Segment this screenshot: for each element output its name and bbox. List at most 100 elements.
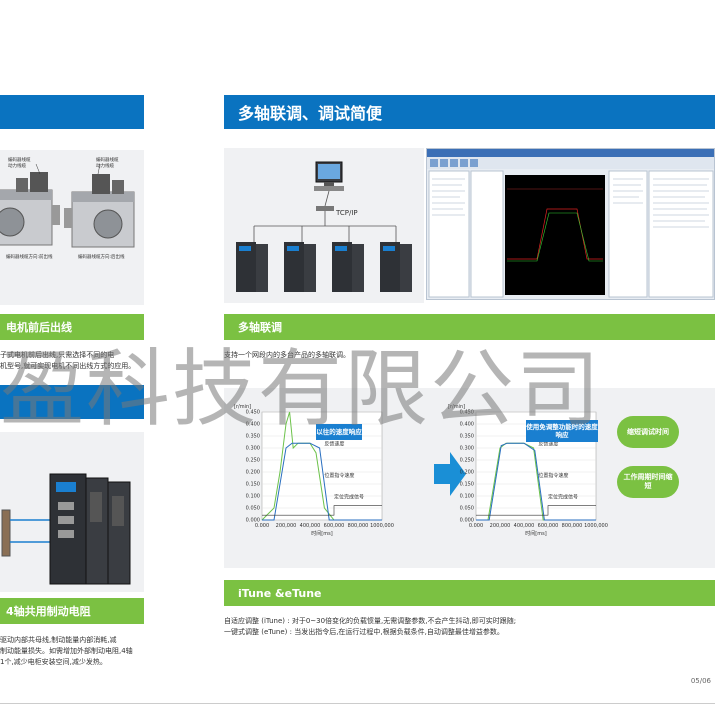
x-tick-label: 200,000 — [276, 523, 297, 529]
motor-b-label-power: 动力线缆 — [96, 164, 114, 169]
y-tick-label: 0.000 — [460, 518, 474, 524]
arrow-right-icon — [434, 452, 466, 496]
y-tick-label: 0.200 — [460, 470, 474, 476]
drive-image-panel — [0, 432, 144, 592]
motor-outlet-title: 电机前后出线 — [6, 321, 72, 334]
y-tick-label: 0.250 — [246, 458, 260, 464]
x-tick-label: 600,000 — [324, 523, 345, 529]
itune-text-line-2: 一键式调整 (eTune) : 当发出指令后,在运行过程中,根据负载条件,自动调… — [224, 628, 504, 636]
motor-image-panel: 编码器线缆 动力线缆 编码器线缆 动力线缆 编码器线缆方向:前出线 编码器线缆方… — [0, 150, 144, 305]
brake-text-line-2: 制动能量损失。如需增加外部制动电阻,4轴 — [0, 647, 133, 655]
motor-outlet-header: 电机前后出线 — [0, 314, 144, 340]
y-tick-label: 0.150 — [460, 482, 474, 488]
left-top-header-bar — [0, 95, 144, 129]
y-tick-label: 0.350 — [460, 434, 474, 440]
motor-rear-outlet — [64, 174, 135, 248]
y-tick-label: 0.300 — [246, 446, 260, 452]
motor-a-caption: 编码器线缆方向:前出线 — [6, 255, 53, 260]
motor-outlet-text-line-1: 子式电机前后出线,只需选择不同的电 — [0, 351, 115, 359]
x-tick-label: 1000,000 — [370, 523, 394, 529]
x-tick-label: 800,000 — [562, 523, 583, 529]
series-line-1 — [262, 442, 382, 521]
servo-drive-3 — [332, 242, 364, 292]
callout-tuning-free: 使用免调整功能时的速度响应 — [526, 420, 598, 442]
positioning-signal-line — [476, 505, 596, 516]
motor-a-label-encoder: 编码器线缆 — [8, 158, 31, 163]
drive-illustration — [1, 473, 131, 585]
x-tick-label: 400,000 — [514, 523, 535, 529]
itune-text-line-1: 自适应调整 (iTune) : 对于0~30倍变化的负载惯量,无需调整参数,不会… — [224, 617, 517, 625]
motor-a-labels: 编码器线缆 动力线缆 — [8, 158, 31, 170]
chart-annotation: 反馈速度 — [538, 441, 558, 448]
network-panel: TCP/IP — [224, 148, 424, 303]
software-screenshot — [426, 148, 715, 300]
x-tick-label: 800,000 — [348, 523, 369, 529]
motor-illustration — [0, 163, 135, 248]
page-number: 05/06 — [690, 677, 711, 685]
x-tick-label: 600,000 — [538, 523, 559, 529]
x-tick-label: 200,000 — [490, 523, 511, 529]
servo-drive-4 — [380, 242, 412, 292]
y-tick-label: 0.100 — [460, 494, 474, 500]
chart-conventional-response: 0.000 0.050 0.100 0.150 0.200 0.250 0.300 0.350… — [234, 404, 394, 537]
y-tick-label: 0.450 — [246, 410, 260, 416]
x-axis-label: 时间[ms] — [311, 530, 332, 537]
multi-axis-main-title: 多轴联调、调试简便 — [238, 104, 383, 123]
tcpip-label: TCP/IP — [336, 209, 358, 217]
x-tick-label: 0.000 — [255, 523, 269, 529]
y-tick-label: 0.400 — [460, 422, 474, 428]
brake-resistor — [1, 509, 11, 557]
tuning-charts-panel: 0.000 0.050 0.100 0.150 0.200 0.250 0.300 0.350… — [224, 388, 715, 568]
chart-annotation: 定位完成信号 — [548, 493, 578, 500]
itune-title: iTune &eTune — [238, 586, 322, 600]
callout-conventional: 以往的速度响应 — [316, 424, 362, 440]
y-tick-label: 0.400 — [246, 422, 260, 428]
motor-a-label-power: 动力线缆 — [8, 164, 26, 169]
chart-annotation: 反馈速度 — [324, 441, 344, 448]
x-tick-label: 1000,000 — [584, 523, 608, 529]
x-tick-label: 0.000 — [469, 523, 483, 529]
pill-shorten-cycle-time: 工作周期时间缩短 — [617, 466, 679, 498]
itune-header: iTune &eTune — [224, 580, 715, 606]
motor-b-caption: 编码器线缆方向:后出线 — [78, 255, 125, 260]
y-tick-label: 0.450 — [460, 410, 474, 416]
left-mid-header-bar — [0, 385, 144, 419]
motor-front-outlet — [0, 172, 60, 246]
bottom-rule — [0, 703, 715, 704]
network-diagram — [236, 161, 412, 292]
y-axis-label: [r/min] — [234, 404, 251, 410]
y-tick-label: 0.050 — [246, 506, 260, 512]
y-tick-label: 0.100 — [246, 494, 260, 500]
brake-text-line-3: 1个,减少电柜安装空间,减少发热。 — [0, 658, 107, 666]
motor-outlet-text-line-2: 机型号,就可实现电机不同出线方式的应用。 — [0, 362, 136, 370]
brake-text-line-1: 驱动内部共母线,制动能量内部消耗,减 — [0, 636, 117, 644]
brake-resistor-text: 驱动内部共母线,制动能量内部消耗,减 制动能量损失。如需增加外部制动电阻,4轴 … — [0, 635, 148, 668]
x-axis-label: 时间[ms] — [525, 530, 546, 537]
y-tick-label: 0.000 — [246, 518, 260, 524]
brake-resistor-title: 4轴共用制动电阻 — [6, 605, 91, 618]
y-tick-label: 0.150 — [246, 482, 260, 488]
x-tick-label: 400,000 — [300, 523, 321, 529]
brake-resistor-header: 4轴共用制动电阻 — [0, 598, 144, 624]
itune-text: 自适应调整 (iTune) : 对于0~30倍变化的负载惯量,无需调整参数,不会… — [224, 616, 715, 638]
y-tick-label: 0.350 — [246, 434, 260, 440]
pill-shorten-debug-time: 缩短调试时间 — [617, 416, 679, 448]
pc-computer-icon — [314, 161, 344, 191]
chart-annotation: 位置指令速度 — [538, 472, 568, 479]
software-window — [427, 149, 714, 298]
positioning-signal-line — [262, 505, 382, 516]
multi-axis-title: 多轴联调 — [238, 321, 282, 334]
network-switch — [316, 206, 334, 211]
multi-axis-text: 支持一个网段内的多台产品的多轴联调。 — [224, 351, 350, 359]
multi-axis-main-header: 多轴联调、调试简便 — [224, 95, 715, 129]
y-axis-label: [r/min] — [448, 404, 465, 410]
multi-axis-header: 多轴联调 — [224, 314, 715, 340]
y-tick-label: 0.300 — [460, 446, 474, 452]
chart-annotation: 定位完成信号 — [334, 493, 364, 500]
y-tick-label: 0.200 — [246, 470, 260, 476]
servo-drive-2 — [284, 242, 316, 292]
motor-b-label-encoder: 编码器线缆 — [96, 158, 119, 163]
y-tick-label: 0.250 — [460, 458, 474, 464]
y-tick-label: 0.050 — [460, 506, 474, 512]
chart-annotation: 位置指令速度 — [324, 472, 354, 479]
